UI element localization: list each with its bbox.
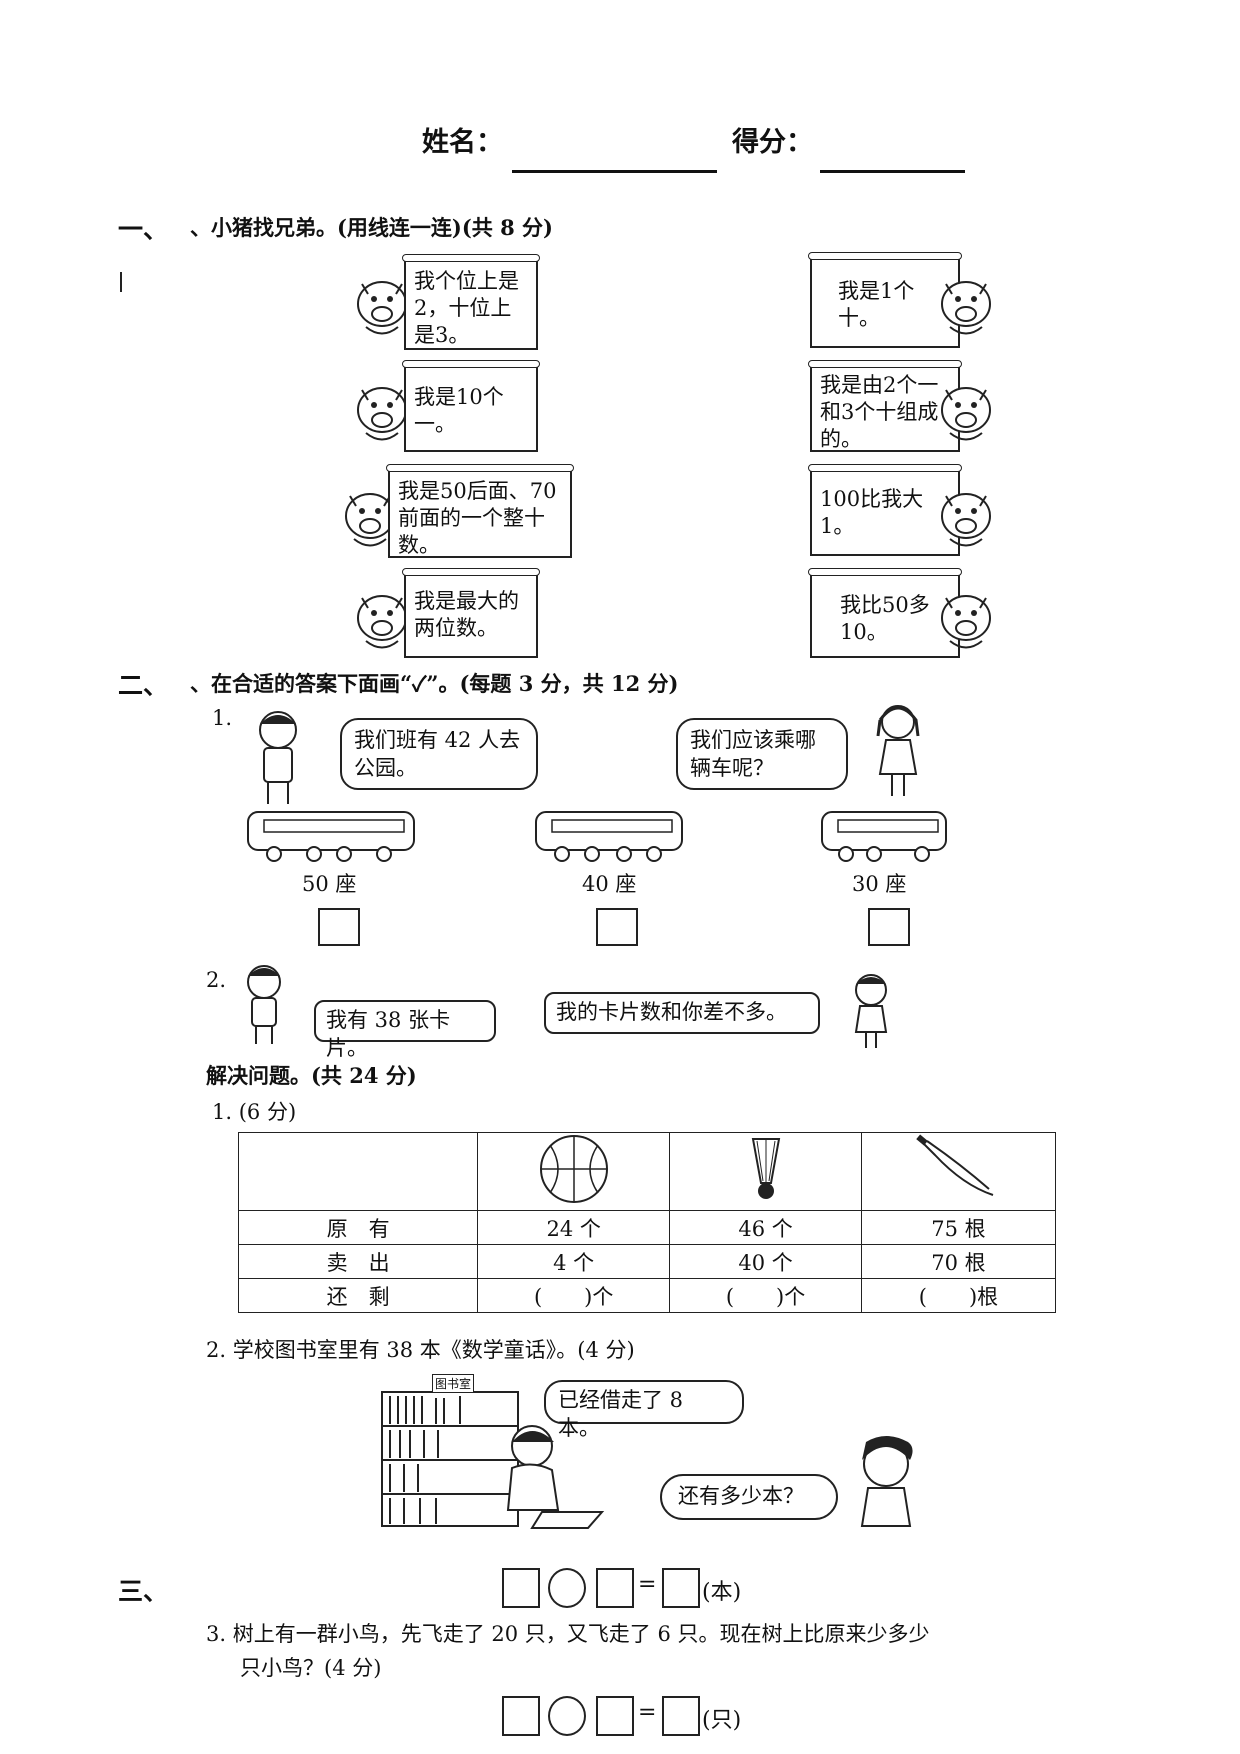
right-card-1[interactable]: 我是1个十。 [808,252,962,348]
girl-speech-bubble: 我们应该乘哪辆车呢？ [676,718,848,790]
answer-cell[interactable]: ( )个 [477,1278,671,1313]
boy-icon [259,711,297,804]
bus-icon-30 [821,811,947,862]
answer-box-30[interactable] [868,908,910,946]
librarian-icon [506,1425,605,1529]
goods-table: 原 有 24 个 46 个 75 根 卖 出 4 个 40 个 70 根 还 剩… [237,1132,1057,1313]
left-card-2[interactable]: 我是10个一。 [402,360,540,452]
left-card-1[interactable]: 我个位上是2，十位上是3。 [402,254,540,350]
pig-icon [941,281,991,335]
left-card-4[interactable]: 我是最大的两位数。 [402,568,540,658]
section-2-title: 、在合适的答案下面画“✓”。(每题 3 分，共 12 分) [190,671,679,696]
right-card-2[interactable]: 我是由2个一和3个十组成的。 [808,360,962,452]
bus-label-30: 30 座 [852,872,907,896]
right-card-4[interactable]: 我比50多10。 [808,568,962,658]
section-1-title: 、小猪找兄弟。(用线连一连)(共 8 分) [190,215,553,240]
bookshelf-icon [381,1391,519,1527]
answer-cell[interactable]: ( )个 [669,1278,862,1313]
equation-2-result[interactable] [662,1696,700,1736]
question-2-2-number: 2. [206,968,227,992]
jump-rope-icon [916,1134,994,1196]
section-3-number: 三、 [118,1577,169,1606]
equation-1-box-2[interactable] [596,1568,634,1608]
question-3-1-label: 1. (6 分) [212,1100,297,1124]
pig-icon [357,595,407,649]
margin-mark [120,272,122,292]
table-cell: 4 个 [477,1244,671,1279]
equation-1-box-1[interactable] [502,1568,540,1608]
equation-1-result[interactable] [662,1568,700,1608]
answer-cell[interactable]: ( )根 [860,1278,1057,1313]
section-2-number: 二、 [118,671,169,700]
equation-1-operator[interactable] [548,1568,586,1608]
boy-speech-bubble: 我们班有 42 人去公园。 [340,718,538,790]
equation-2-unit: (只) [702,1708,742,1733]
pig-icon [357,281,407,335]
bus-icon-40 [535,811,683,862]
table-row-label: 原 有 [237,1210,479,1245]
equation-2-box-1[interactable] [502,1696,540,1736]
bus-label-40: 40 座 [582,872,637,896]
left-card-3[interactable]: 我是50后面、70前面的一个整十数。 [386,464,574,558]
equation-1-unit: (本) [702,1580,742,1605]
pig-icon [345,493,395,547]
question-3-2-label: 2. 学校图书室里有 38 本《数学童话》。(4 分) [206,1338,635,1362]
girl-icon [854,974,888,1048]
equation-2-box-2[interactable] [596,1696,634,1736]
librarian-speech-bubble: 已经借走了 8 本。 [544,1380,744,1440]
question-2-1-number: 1. [212,706,233,730]
equals-sign: = [638,1700,657,1725]
boy-card-bubble: 我有 38 张卡片。 [314,1000,496,1060]
girl-icon [860,1436,913,1527]
table-cell: 70 根 [860,1244,1057,1279]
score-label: 得分： [732,127,813,158]
table-row-label: 卖 出 [237,1244,479,1279]
girl-question-bubble: 还有多少本？ [660,1474,838,1520]
pig-icon [941,595,991,649]
girl-card-bubble: 我的卡片数和你差不多。 [544,992,820,1034]
bus-label-50: 50 座 [302,872,357,896]
section-1-number: 一、 [118,215,169,244]
equals-sign: = [638,1572,657,1597]
name-label: 姓名： [422,127,503,158]
shuttlecock-icon [751,1138,780,1199]
bus-icon-50 [247,811,415,862]
boy-icon [247,965,281,1044]
answer-box-50[interactable] [318,908,360,946]
right-card-3[interactable]: 100比我大1。 [808,464,962,556]
table-row-label: 还 剩 [237,1278,479,1313]
equation-2-operator[interactable] [548,1696,586,1736]
section-3-title: 解决问题。(共 24 分) [206,1063,417,1088]
basketball-icon [539,1135,608,1203]
table-cell: 46 个 [669,1210,862,1245]
pig-icon [941,387,991,441]
girl-icon [876,705,920,796]
pig-icon [941,493,991,547]
answer-box-40[interactable] [596,908,638,946]
table-corner [237,1132,479,1211]
table-cell: 24 个 [477,1210,671,1245]
question-3-3-line-2: 只小鸟？(4 分) [240,1656,382,1680]
pig-icon [357,387,407,441]
library-sign: 图书室 [432,1374,475,1393]
score-field[interactable] [820,118,965,173]
table-cell: 75 根 [860,1210,1057,1245]
name-field[interactable] [512,118,717,173]
question-3-3-line-1: 3. 树上有一群小鸟，先飞走了 20 只，又飞走了 6 只。现在树上比原来少多少 [206,1622,930,1646]
table-cell: 40 个 [669,1244,862,1279]
